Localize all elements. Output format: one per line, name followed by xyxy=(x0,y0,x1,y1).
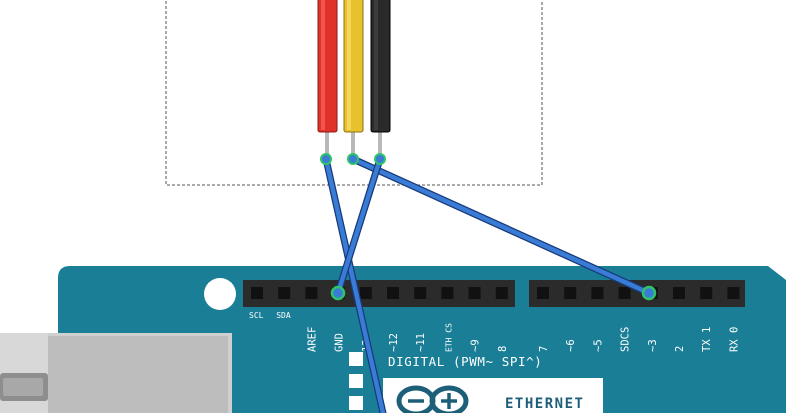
header-pin[interactable] xyxy=(278,287,291,299)
pin-label: GND xyxy=(334,333,346,352)
digital-label: DIGITAL (PWM~ SPI^) xyxy=(388,354,542,369)
pin-label: 7 xyxy=(538,346,550,352)
endpoint-gnd[interactable] xyxy=(330,285,346,301)
led-1 xyxy=(349,352,363,366)
lead-red xyxy=(317,0,338,133)
wire-2 xyxy=(350,156,652,296)
ethernet-jack xyxy=(0,333,232,413)
header-pin[interactable] xyxy=(495,287,508,299)
logo-panel xyxy=(383,378,603,413)
header-pin[interactable] xyxy=(618,287,631,299)
pin-label: ~5 xyxy=(592,339,604,352)
pin-label: TX 1 xyxy=(701,327,713,352)
pin-label: RX 0 xyxy=(728,327,740,352)
header-pin[interactable] xyxy=(727,287,740,299)
sensor-pin-3[interactable] xyxy=(374,153,386,165)
led-3 xyxy=(349,396,363,410)
header-pin[interactable] xyxy=(468,287,481,299)
wire-endpoints xyxy=(320,153,657,301)
lead-black xyxy=(370,0,391,133)
header-left-pins xyxy=(251,287,508,299)
led-2 xyxy=(349,374,363,388)
pin-label: AREF xyxy=(306,327,318,352)
pin-label: ~6 xyxy=(565,339,577,352)
sensor-outline xyxy=(165,0,543,186)
header-pin[interactable] xyxy=(251,287,263,299)
sensor-pin-2[interactable] xyxy=(347,153,359,165)
header-pin[interactable] xyxy=(441,287,454,299)
wire-1 xyxy=(323,156,386,413)
header-pin[interactable] xyxy=(673,287,685,299)
pin-label: SDA xyxy=(276,311,291,320)
header-pin[interactable] xyxy=(564,287,577,299)
pin-label: ~3 xyxy=(647,339,659,352)
pin-label: ~9 xyxy=(470,339,482,352)
lead-yellow xyxy=(343,0,364,133)
header-pin[interactable] xyxy=(414,287,427,299)
sensor-leads xyxy=(317,0,391,157)
header-pin[interactable] xyxy=(700,287,713,299)
header-right-labels: 7 ~6 ~5 SDCS ~3 2 TX 1 RX 0 xyxy=(538,327,740,352)
pin-label: ~11 xyxy=(415,333,427,352)
header-pin[interactable] xyxy=(305,287,318,299)
pin-label: ETH CS xyxy=(444,323,453,352)
ethernet-label: ETHERNET xyxy=(505,396,584,412)
wires xyxy=(322,155,653,413)
pin-label: SDCS xyxy=(620,327,632,352)
header-pin[interactable] xyxy=(537,287,549,299)
header-pin[interactable] xyxy=(591,287,604,299)
header-pin[interactable] xyxy=(359,287,372,299)
pin-label: SCL xyxy=(249,311,264,320)
endpoint-pin-3[interactable] xyxy=(641,285,657,301)
pin-label: 8 xyxy=(497,346,509,352)
mounting-hole xyxy=(204,278,236,310)
pin-label: 2 xyxy=(674,346,686,352)
wire-3 xyxy=(335,156,383,296)
arduino-logo-icon xyxy=(396,385,469,413)
sensor-pin-1[interactable] xyxy=(320,153,332,165)
header-pin[interactable] xyxy=(387,287,399,299)
pin-label: ~12 xyxy=(388,333,400,352)
